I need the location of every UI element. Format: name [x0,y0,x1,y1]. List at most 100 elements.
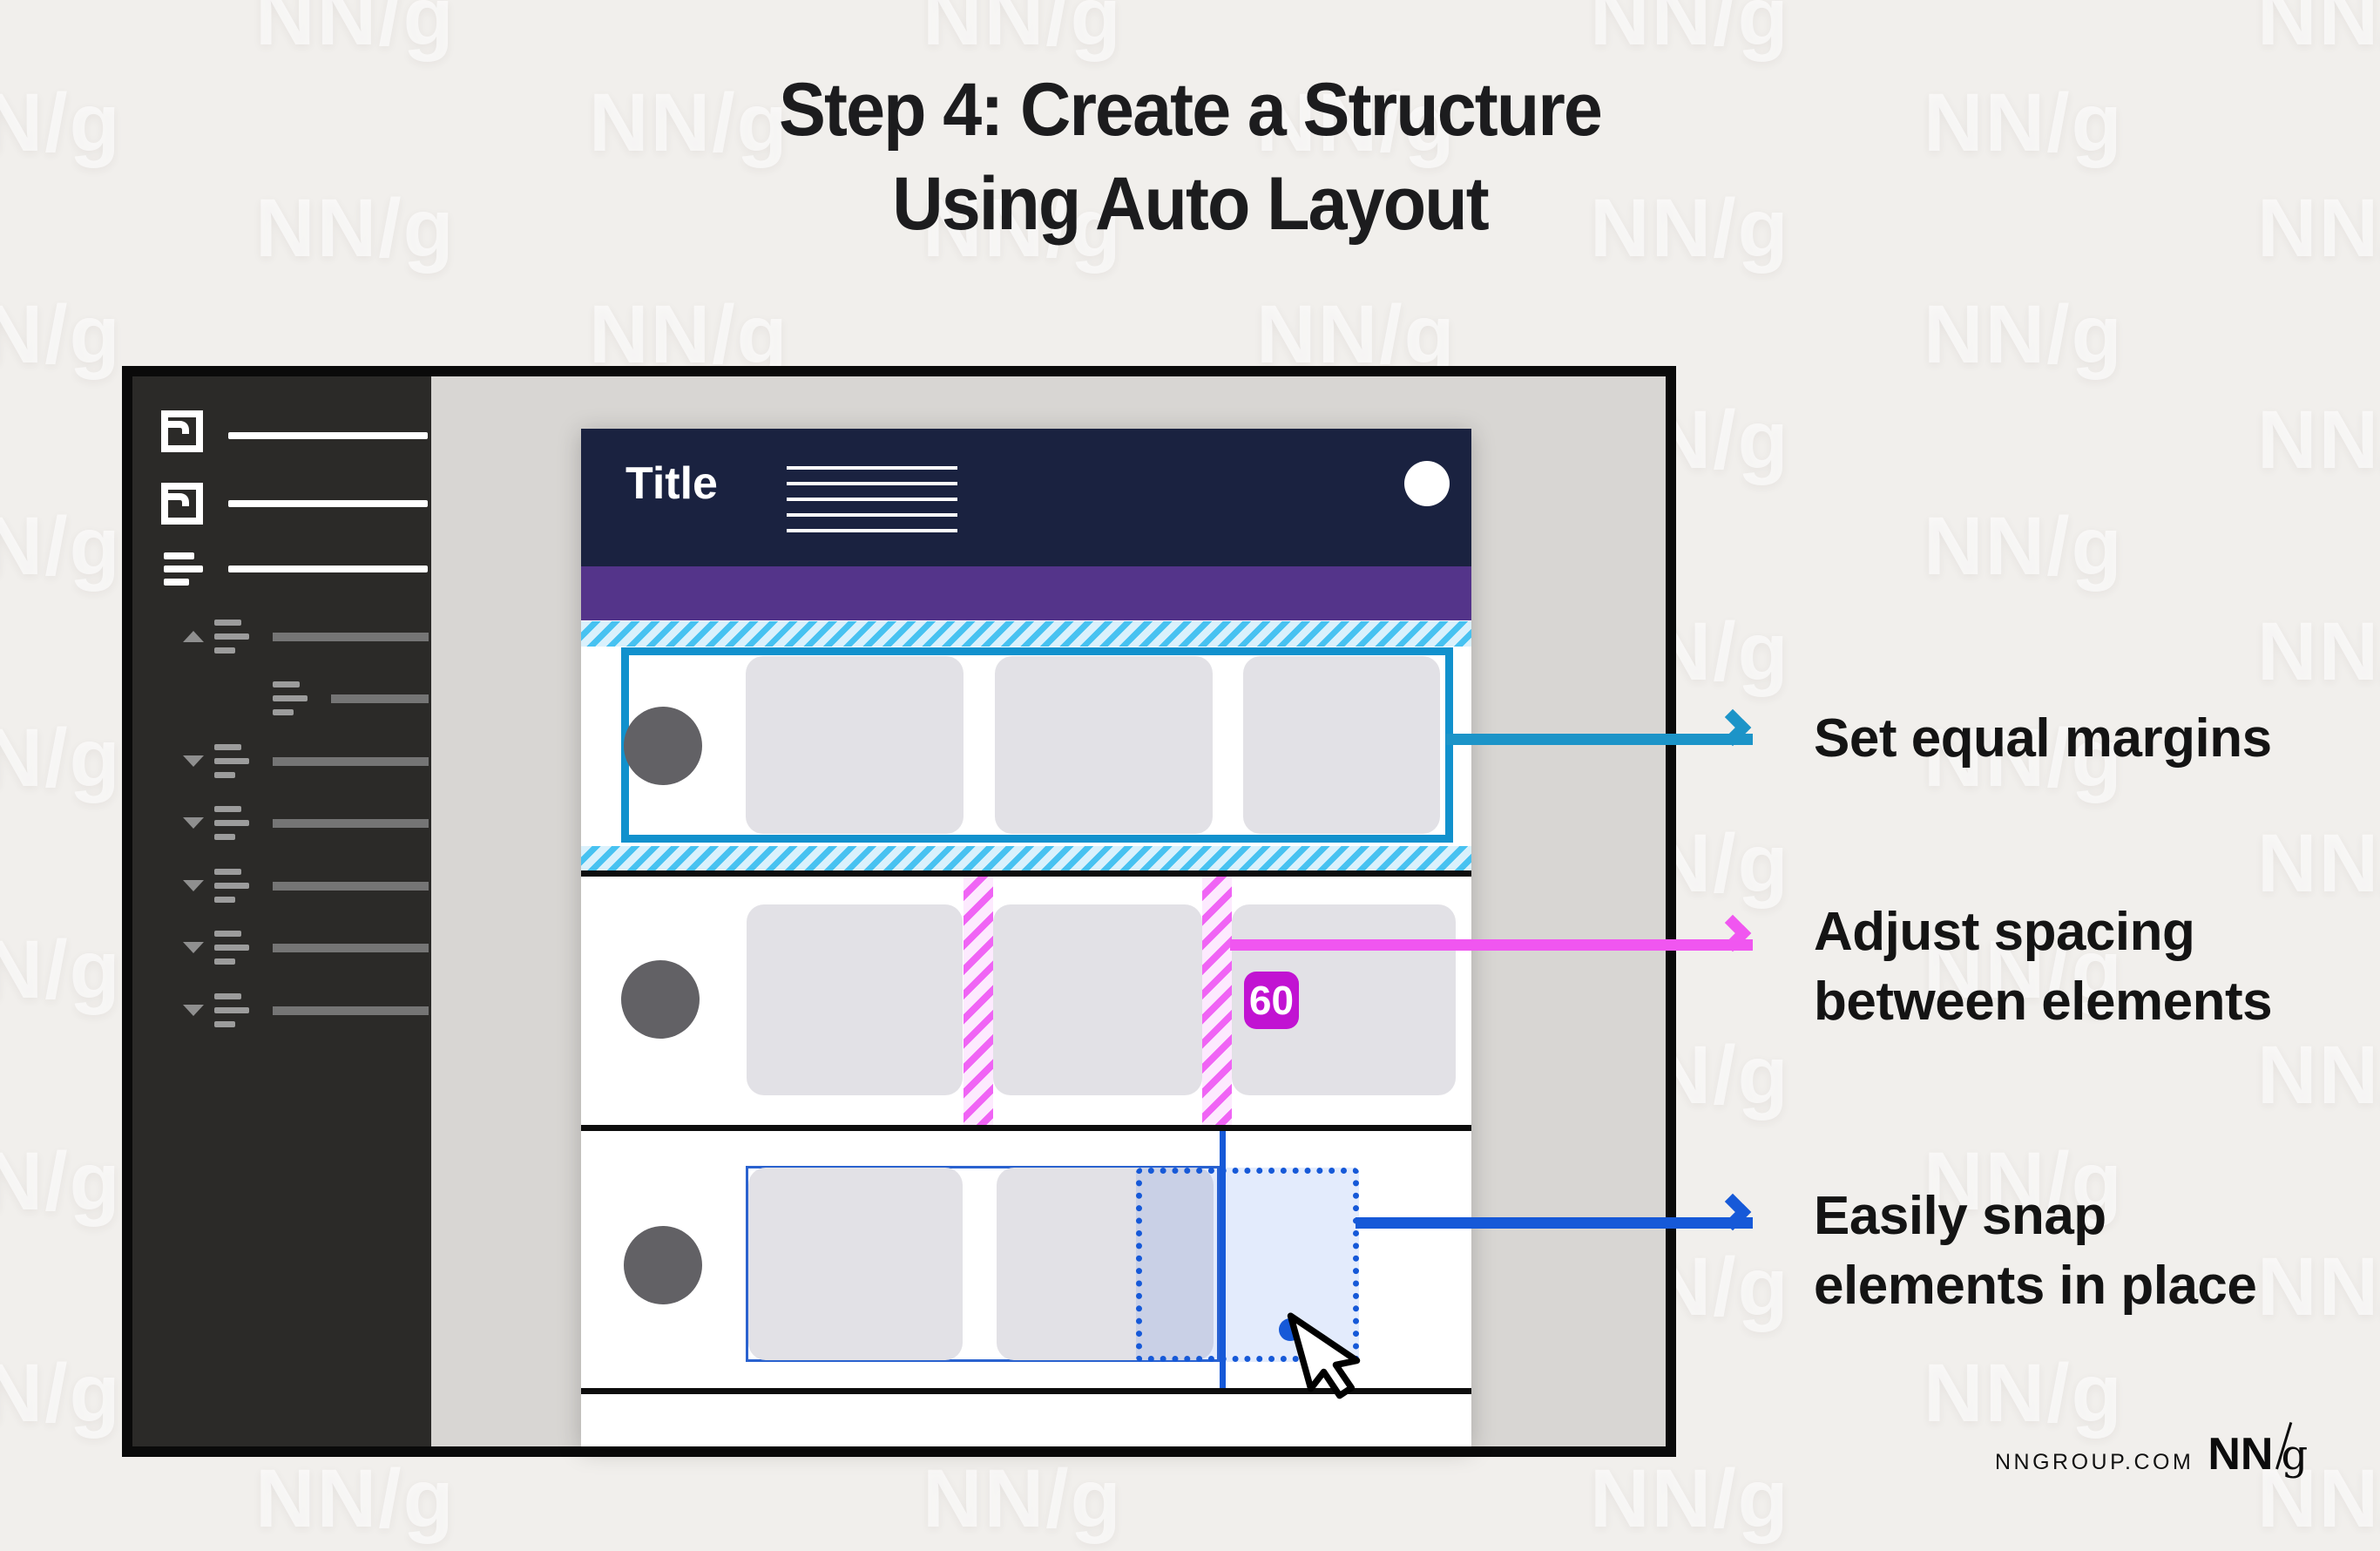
auto-layout-row-outline [746,1166,1220,1362]
watermark-text: NN/g [0,1347,122,1439]
layer-row-bar [273,1006,429,1015]
watermark-text: NN/g [1590,182,1790,274]
row-divider [581,870,1471,877]
layer-label-lines [214,758,249,764]
watermark-text: NN/g [2257,606,2380,698]
watermark-text: NN/g [0,500,122,593]
layer-label-lines [214,869,241,875]
watermark-text: NN/g [1256,77,1457,169]
chevron-down-icon [183,880,204,891]
row-divider [581,1388,1471,1394]
mock-text-line [787,498,957,501]
mock-text-line [787,466,957,470]
chevron-down-icon [183,755,204,767]
watermark-text: NN/g [589,77,789,169]
page-icon [161,483,203,525]
watermark-text: NN/g [255,182,456,274]
mock-card [748,1168,963,1360]
layer-row-bar [331,694,429,703]
mock-header: Title [581,429,1471,566]
spacing-hatch-gap [963,877,993,1125]
mock-card [995,656,1213,834]
watermark-text: NN/g [2257,817,2380,910]
watermark-text: NN/g [0,1135,122,1228]
design-tool-window: Title [122,366,1676,1457]
mock-card [993,904,1202,1095]
layer-label-lines [214,820,249,826]
layer-label-lines [273,709,294,715]
sidebar-label-line [228,500,428,507]
watermark-text: NN/g [2257,0,2380,63]
page-title-line1: Step 4: Create a Structure [779,68,1603,152]
layer-label-lines [214,883,249,889]
layers-panel [132,376,431,1446]
watermark-text: NN/g [0,712,122,804]
watermark-text: NN/g [0,288,122,381]
watermark-text: NN/g [1590,0,1790,63]
layer-label-lines [214,1007,249,1013]
spacing-arrow-line [1230,939,1753,951]
watermark-text: NN/g [923,182,1123,274]
layer-label-lines [214,1021,235,1027]
watermark-text: NN/g [1924,1135,2124,1228]
cursor-icon [1287,1312,1361,1399]
mock-circle [621,960,700,1039]
watermark-text: NN/g [255,0,456,63]
mock-text-line [787,482,957,485]
watermark-text: NN/g [1924,712,2124,804]
layer-row-bar [273,944,429,952]
layer-label-lines [273,695,308,701]
watermark-text: NN/g [2257,1241,2380,1333]
watermark-text: NN/g [2257,394,2380,486]
mock-circle [624,1226,702,1304]
layer-label-lines [214,897,235,903]
watermark-text: NN/g [0,924,122,1016]
chevron-down-icon [183,1005,204,1016]
mock-avatar-circle [1404,461,1450,506]
mock-card [747,904,963,1095]
layer-label-lines [214,834,235,840]
watermark-text: NN/g [589,288,789,381]
sidebar-label-line [228,432,428,439]
snap-guide-line [1220,1131,1226,1389]
page-title-line2: Using Auto Layout [892,162,1489,246]
layer-row-bar [273,882,429,891]
watermark-text: NN/g [923,1453,1123,1545]
watermark-text: NN/g [1924,288,2124,381]
mock-header-title: Title [625,458,718,509]
watermark-text: NN/g [2257,182,2380,274]
layer-label-lines [273,681,300,687]
mock-card [997,1168,1214,1360]
chevron-down-icon [183,942,204,953]
chevron-down-icon [183,817,204,829]
mock-card [1243,656,1440,834]
layer-label-lines [214,772,235,778]
mock-circle [624,707,702,785]
watermark-text: NN/g [0,77,122,169]
mock-hero-bar [581,566,1471,620]
layer-label-lines [214,993,241,999]
mock-text-line [787,513,957,517]
annotation-margins: Set equal margins [1814,708,2272,769]
margin-hatch-top [581,621,1471,647]
watermark-text: NN/g [1590,1453,1790,1545]
watermark-text: NN/g [1924,77,2124,169]
mock-card [746,656,963,834]
watermark-text: NN/g [1924,1347,2124,1439]
layer-label-lines [214,633,249,640]
mock-text-line [787,529,957,532]
chevron-up-icon [183,631,204,642]
layer-label-lines [214,620,241,626]
footer-url: NNGROUP.COM [1995,1450,2194,1474]
watermark-text: NN/g [1256,288,1457,381]
snap-arrow-line [1356,1217,1753,1229]
layer-label-lines [214,931,241,937]
watermark-text: NN/g [255,1453,456,1545]
spacing-value-badge: 60 [1244,972,1299,1029]
drag-selection-box [1136,1168,1359,1362]
layer-label-lines [214,744,241,750]
